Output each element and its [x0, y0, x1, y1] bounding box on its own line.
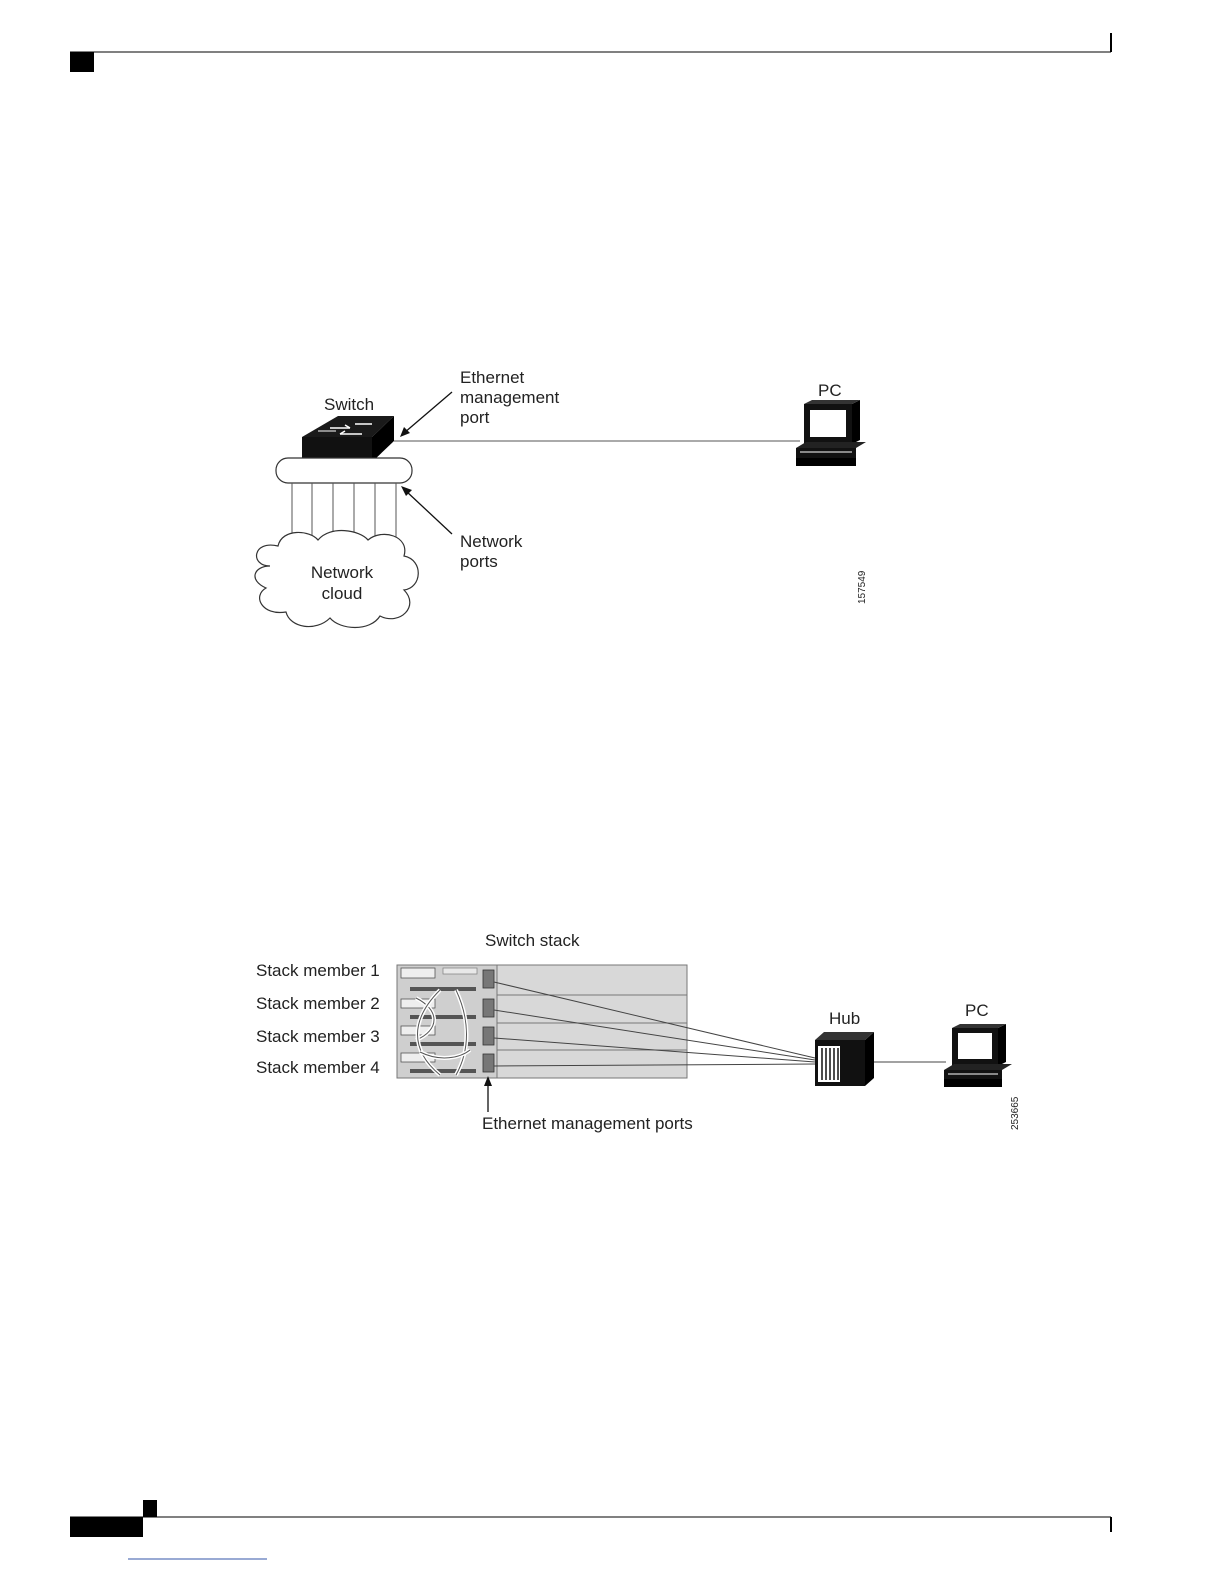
switch-stack [397, 965, 687, 1078]
stack-member-1-label: Stack member 1 [256, 961, 380, 981]
arrow-mgmt-ports [484, 1076, 492, 1112]
hub-icon [815, 1032, 874, 1086]
mgmt-port-2 [483, 999, 494, 1017]
pc-icon [944, 1024, 1012, 1087]
stack-member-3-label: Stack member 3 [256, 1027, 380, 1047]
mgmt-port-1 [483, 970, 494, 988]
mgmt-port-3 [483, 1027, 494, 1045]
switch-stack-title: Switch stack [485, 931, 579, 951]
stack-member-4-label: Stack member 4 [256, 1058, 380, 1078]
mgmt-port-4 [483, 1054, 494, 1072]
hub-label: Hub [829, 1009, 860, 1029]
pc-label-2: PC [965, 1001, 989, 1021]
figure-2-id: 253665 [1010, 1097, 1021, 1130]
eth-mgmt-ports-label: Ethernet management ports [482, 1114, 693, 1134]
stack-member-2-label: Stack member 2 [256, 994, 380, 1014]
